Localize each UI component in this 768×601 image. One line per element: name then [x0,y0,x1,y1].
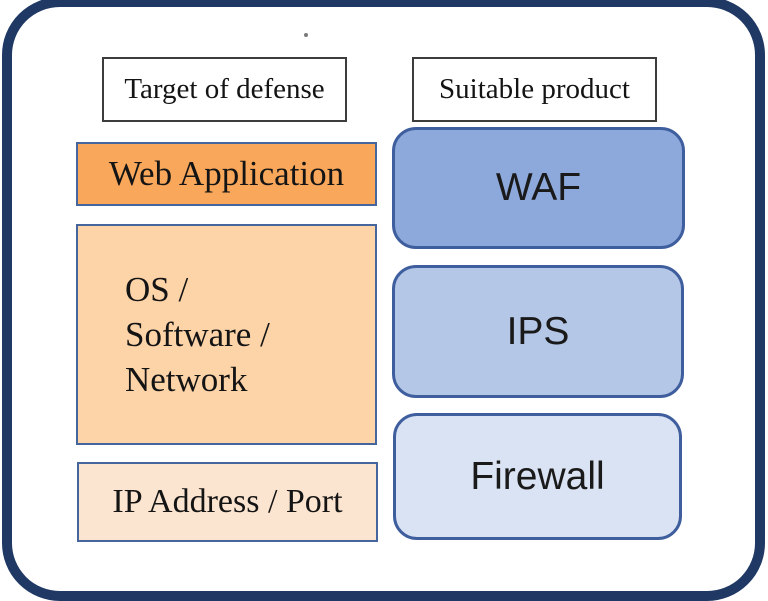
product-firewall-box: Firewall [393,413,682,540]
target-software-line: Software / [125,315,270,354]
target-web-application-box: Web Application [76,142,377,206]
target-ip-address-port-box: IP Address / Port [77,462,378,542]
product-waf-box: WAF [392,127,685,249]
target-web-application-label: Web Application [108,154,345,193]
product-firewall-label: Firewall [470,454,605,498]
stray-dot-artifact [304,33,308,37]
target-os-line: OS / [125,270,189,309]
right-column-header-label: Suitable product [439,72,630,105]
right-column-header: Suitable product [412,57,657,122]
product-ips-label: IPS [506,309,570,353]
product-ips-box: IPS [392,265,684,398]
target-ip-address-port-label: IP Address / Port [112,483,343,520]
product-waf-label: WAF [495,166,582,209]
left-column-header: Target of defense [102,57,347,122]
target-network-line: Network [125,360,248,399]
left-column-header-label: Target of defense [124,72,325,105]
target-os-software-network-box: OS / Software / Network [76,224,377,445]
